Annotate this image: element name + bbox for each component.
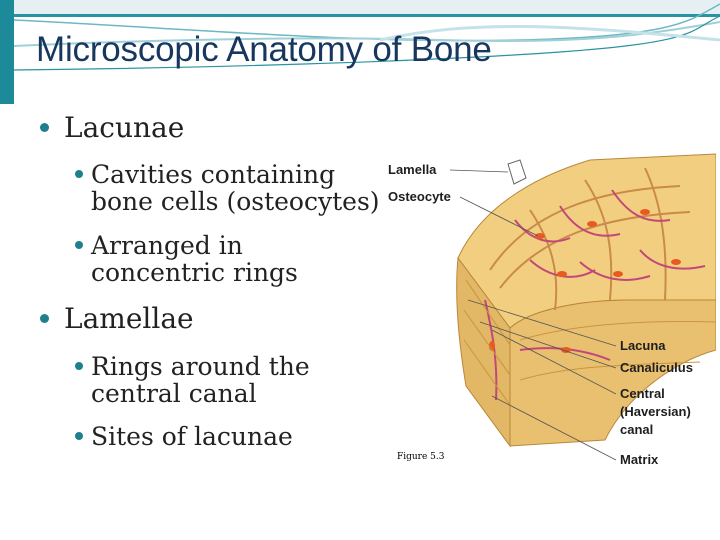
sub-bullet-line: concentric rings (91, 258, 298, 287)
sub-bullet-line: central canal (91, 379, 257, 408)
sub-bullet-arranged: Arranged in concentric rings (75, 231, 298, 287)
label-matrix: Matrix (620, 452, 659, 467)
header-decoration (0, 0, 720, 104)
sub-bullet-sites: Sites of lacunae (75, 422, 293, 451)
bullet-label: Lamellae (64, 302, 194, 335)
bullet-dot-icon (75, 362, 83, 370)
label-haversian: (Haversian) (620, 404, 691, 419)
bullet-dot-icon (75, 170, 83, 178)
sub-bullet-line: Sites of lacunae (91, 422, 293, 451)
sub-bullet-line: Cavities containing (91, 160, 336, 189)
sub-bullet-line: bone cells (osteocytes) (91, 187, 380, 216)
label-canal: canal (620, 422, 653, 437)
bullet-dot-icon (40, 123, 49, 132)
figure-caption: Figure 5.3 (397, 452, 445, 462)
bone-anatomy-figure: Lamella Osteocyte Lacuna Canaliculus Cen… (380, 150, 716, 472)
bullet-lacunae: Lacunae (40, 111, 185, 144)
slide-title: Microscopic Anatomy of Bone (36, 30, 492, 69)
label-lamella: Lamella (388, 162, 437, 177)
sub-bullet-line: Rings around the (91, 352, 310, 381)
bullet-lamellae: Lamellae (40, 302, 194, 335)
label-osteocyte: Osteocyte (388, 189, 451, 204)
sub-bullet-cavities: Cavities containing bone cells (osteocyt… (75, 160, 380, 216)
sub-bullet-line: Arranged in (91, 231, 243, 260)
label-lacuna: Lacuna (620, 338, 666, 353)
label-canaliculus: Canaliculus (620, 360, 693, 375)
label-central: Central (620, 386, 665, 401)
bullet-dot-icon (75, 241, 83, 249)
sub-bullet-rings: Rings around the central canal (75, 352, 310, 408)
bullet-dot-icon (40, 314, 49, 323)
bullet-label: Lacunae (64, 111, 185, 144)
bullet-dot-icon (75, 432, 83, 440)
